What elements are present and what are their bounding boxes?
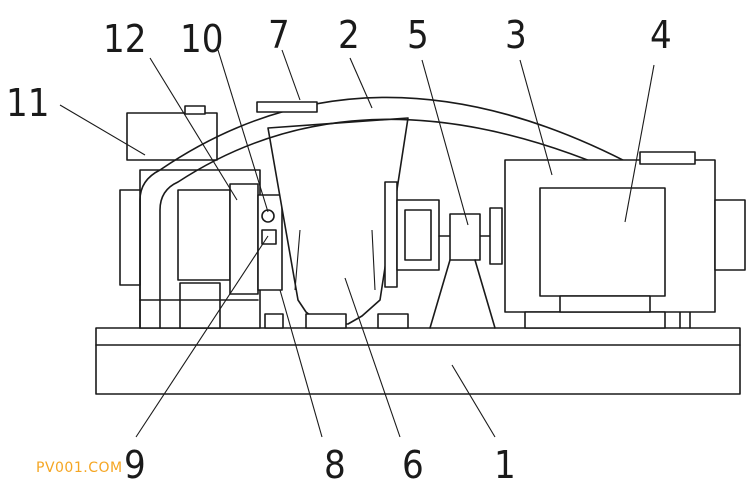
- label-11: 11: [6, 81, 50, 125]
- watermark: PV001.COM: [36, 460, 123, 476]
- left-housing: [119, 105, 261, 329]
- coupling-shaft: [384, 181, 503, 329]
- central-hopper: [267, 117, 409, 329]
- part-labels: 11 12 10 7 2 5 3 4 9 8 6 1: [6, 13, 672, 487]
- leader-lines: [59, 49, 655, 438]
- label-2: 2: [338, 13, 360, 57]
- label-9: 9: [124, 443, 146, 487]
- label-1: 1: [494, 443, 516, 487]
- label-5: 5: [407, 13, 429, 57]
- label-8: 8: [324, 443, 346, 487]
- base-plate: [95, 327, 741, 395]
- label-6: 6: [402, 443, 424, 487]
- label-7: 7: [268, 13, 290, 57]
- label-12: 12: [103, 17, 147, 61]
- motor: [504, 151, 746, 329]
- label-3: 3: [505, 13, 527, 57]
- label-4: 4: [650, 13, 672, 57]
- label-10: 10: [180, 17, 224, 61]
- valve-assembly: [257, 194, 284, 329]
